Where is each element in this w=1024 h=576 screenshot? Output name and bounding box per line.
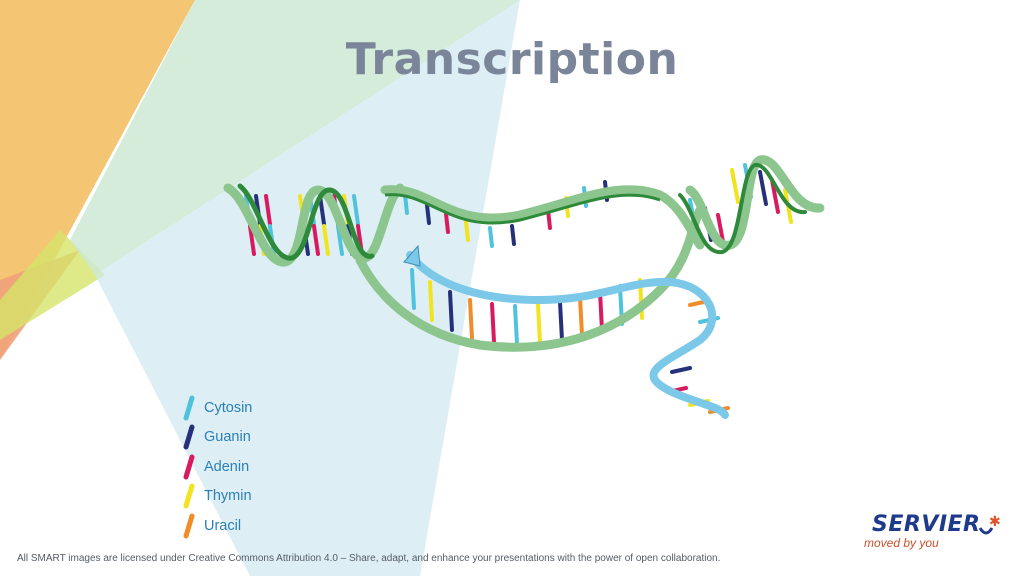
legend-label: Guanin — [204, 429, 251, 446]
adenin-swatch-icon — [183, 454, 195, 480]
smile-icon — [978, 527, 994, 535]
base-stick — [578, 295, 584, 337]
base-stick — [758, 170, 768, 206]
legend: Cytosin Guanin Adenin Thymin Uracil — [180, 393, 252, 541]
base-stick — [410, 268, 416, 310]
base-stick — [403, 193, 409, 215]
base-stick — [513, 304, 519, 346]
base-stick — [352, 194, 360, 226]
legend-item-guanin: Guanin — [180, 423, 252, 453]
base-stick — [730, 168, 740, 204]
legend-item-thymin: Thymin — [180, 482, 252, 512]
base-stick — [464, 220, 470, 242]
asterisk-icon: ✱ — [989, 513, 1001, 529]
legend-item-uracil: Uracil — [180, 511, 252, 541]
uracil-swatch-icon — [183, 513, 195, 539]
dna-coding-lower — [355, 205, 705, 352]
base-stick — [336, 224, 344, 256]
license-footer: All SMART images are licensed under Crea… — [17, 553, 721, 564]
base-stick — [448, 290, 454, 332]
base-stick — [510, 224, 516, 246]
base-stick — [468, 298, 474, 340]
cytosin-swatch-icon — [183, 395, 195, 421]
dna-strand-right-b — [678, 163, 807, 255]
rna-arrow-head — [403, 244, 421, 267]
dna-template-upper-edge — [384, 193, 661, 225]
base-stick — [488, 226, 494, 248]
base-stick — [444, 212, 450, 234]
base-stick — [322, 224, 330, 256]
rna-strand — [406, 251, 729, 419]
logo-name: SERVIER — [872, 512, 981, 537]
base-stick — [558, 300, 564, 342]
legend-label: Adenin — [204, 458, 250, 475]
base-stick — [248, 224, 256, 256]
dna-strand-right-a — [685, 155, 825, 250]
logo-tagline: moved by you — [864, 536, 939, 550]
base-stick — [264, 194, 272, 226]
dna-strand-left-b — [237, 183, 375, 261]
guanin-swatch-icon — [183, 424, 195, 450]
legend-label: Thymin — [204, 488, 252, 505]
legend-label: Cytosin — [204, 399, 253, 416]
base-stick — [598, 290, 604, 332]
legend-label: Uracil — [204, 517, 242, 534]
dna-strand-left-a — [223, 183, 405, 267]
legend-item-adenin: Adenin — [180, 452, 252, 482]
base-stick — [536, 303, 542, 345]
base-stick — [490, 302, 496, 344]
base-stick — [425, 203, 431, 225]
base-stick — [312, 224, 320, 256]
thymin-swatch-icon — [183, 483, 195, 509]
dna-template-upper — [380, 185, 705, 250]
base-stick — [670, 366, 692, 374]
base-stick — [428, 280, 434, 322]
servier-logo[interactable]: SERVIER ✱ moved by you — [862, 512, 1012, 552]
legend-item-cytosin: Cytosin — [180, 393, 252, 423]
page-title: Transcription — [345, 34, 679, 85]
